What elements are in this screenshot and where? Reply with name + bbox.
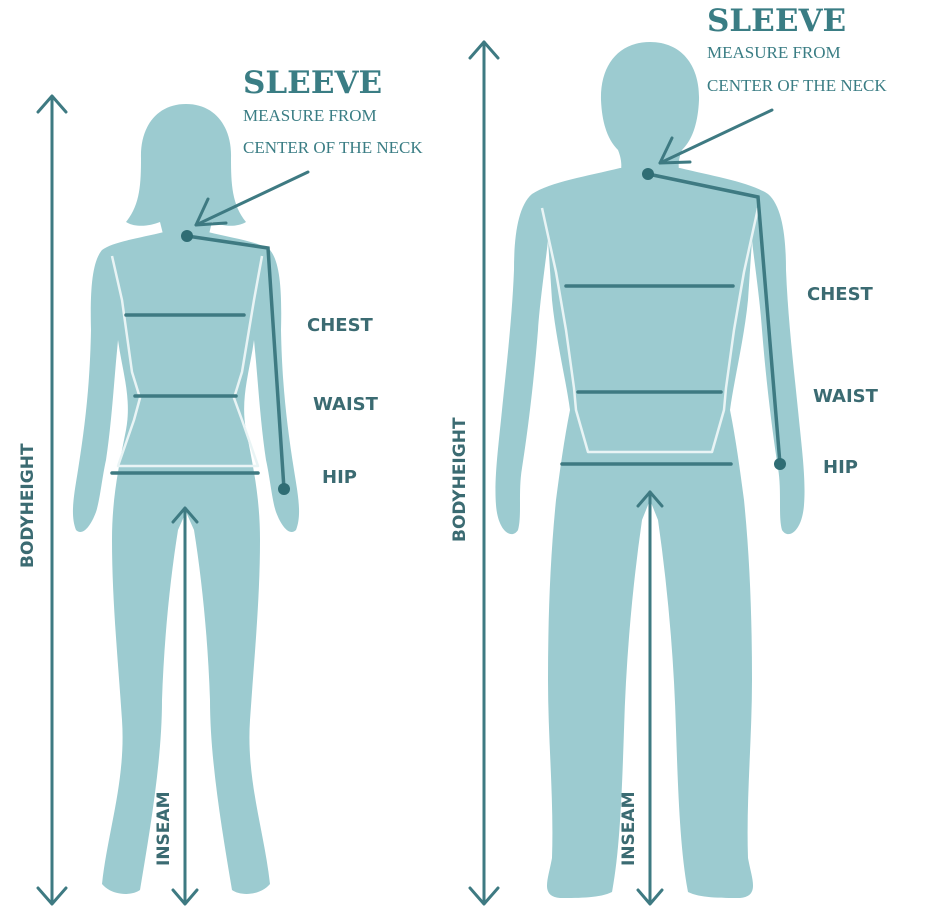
male-head: [601, 42, 699, 174]
female-figure: [38, 96, 308, 904]
male-neck-dot: [642, 168, 654, 180]
male-waist-label: WAIST: [813, 386, 879, 407]
female-waist-label: WAIST: [313, 394, 379, 415]
female-inseam-label: INSEAM: [154, 792, 174, 866]
female-wrist-dot: [278, 483, 290, 495]
female-sleeve-title: SLEEVE: [243, 65, 382, 101]
female-neck-dot: [181, 230, 193, 242]
male-chest-label: CHEST: [807, 284, 874, 305]
male-sleeve-title: SLEEVE: [707, 3, 846, 39]
female-sleeve-subtitle-1: MEASURE FROM: [243, 106, 377, 125]
male-inseam-label: INSEAM: [619, 792, 639, 866]
male-bodyheight-label: BODYHEIGHT: [450, 417, 470, 542]
male-sleeve-subtitle-2: CENTER OF THE NECK: [707, 76, 887, 95]
female-head: [126, 104, 246, 238]
male-sleeve-subtitle-1: MEASURE FROM: [707, 43, 841, 62]
male-figure: [470, 42, 805, 904]
female-hip-label: HIP: [322, 467, 357, 488]
female-sleeve-subtitle-2: CENTER OF THE NECK: [243, 138, 423, 157]
male-hip-label: HIP: [823, 457, 858, 478]
male-wrist-dot: [774, 458, 786, 470]
female-bodyheight-label: BODYHEIGHT: [18, 443, 38, 568]
female-chest-label: CHEST: [307, 315, 374, 336]
